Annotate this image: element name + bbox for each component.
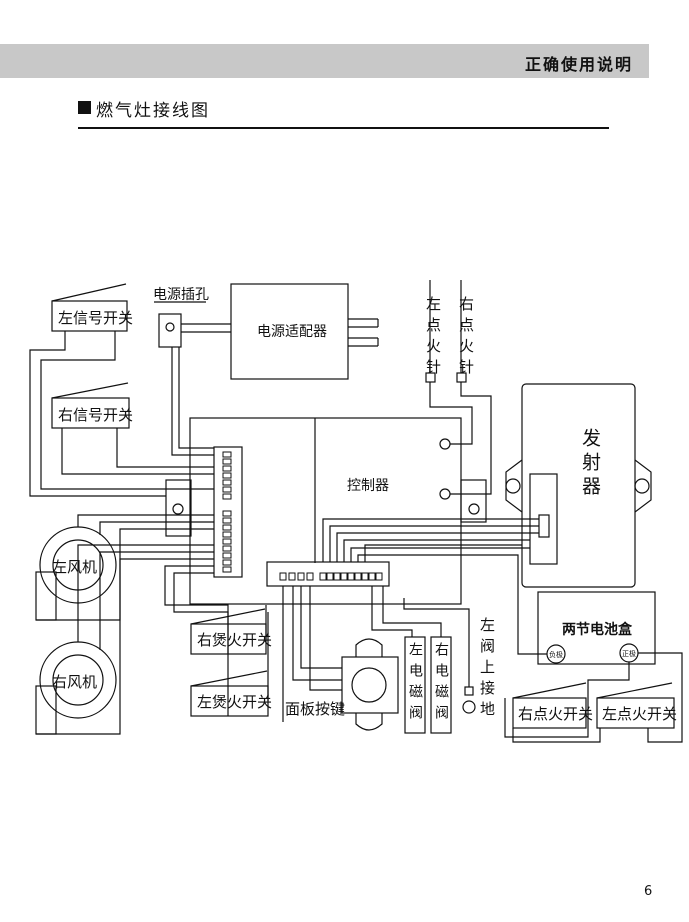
left-ignition-switch-label: 左点火开关 [602, 705, 677, 723]
positive-label: 正极 [622, 649, 636, 658]
left-simmer-switch-label: 左煲火开关 [197, 693, 272, 711]
power-adapter-label: 电源适配器 [257, 324, 327, 340]
header-bar: 正确使用说明 [0, 44, 649, 78]
panel-button-label: 面板按键 [285, 700, 345, 718]
panel-button-body [341, 656, 399, 714]
left-valve-ground-label: 左阀上接地 [478, 617, 496, 722]
left-ignition-switch-box [596, 697, 675, 729]
battery-box-body [537, 591, 656, 665]
header-title: 正确使用说明 [524, 55, 633, 74]
right-ignition-switch-label: 右点火开关 [518, 705, 593, 723]
right-solenoid-valve-label: 右电磁阀 [433, 642, 449, 726]
page-number: 6 [644, 884, 653, 899]
left-signal-switch-label: 左信号开关 [58, 309, 133, 327]
right-signal-switch-box [51, 397, 130, 429]
transmitter-label: 发射器 [579, 428, 601, 500]
connector-strip [266, 561, 390, 587]
power-socket-box [158, 313, 182, 348]
right-ignition-switch-box [512, 697, 587, 729]
right-signal-switch-label: 右信号开关 [58, 406, 133, 424]
terminal-block [213, 446, 243, 578]
left-ignition-needle-label: 左点火针 [424, 296, 442, 380]
left-signal-switch-box [51, 300, 128, 332]
section-title: 燃气灶接线图 [96, 101, 210, 121]
left-solenoid-valve-box [404, 636, 426, 734]
right-simmer-switch-label: 右煲火开关 [197, 631, 272, 649]
section-divider [78, 127, 609, 129]
left-fan-label: 左风机 [52, 558, 97, 576]
right-fan-label: 右风机 [52, 673, 97, 691]
left-solenoid-valve-label: 左电磁阀 [407, 642, 423, 726]
section-bullet [78, 101, 91, 114]
power-socket-label: 电源插孔 [153, 287, 209, 303]
negative-label: 负极 [549, 650, 563, 659]
battery-box-label: 两节电池盒 [562, 621, 633, 638]
right-ignition-needle-label: 右点火针 [457, 296, 475, 380]
controller-label: 控制器 [347, 478, 389, 494]
